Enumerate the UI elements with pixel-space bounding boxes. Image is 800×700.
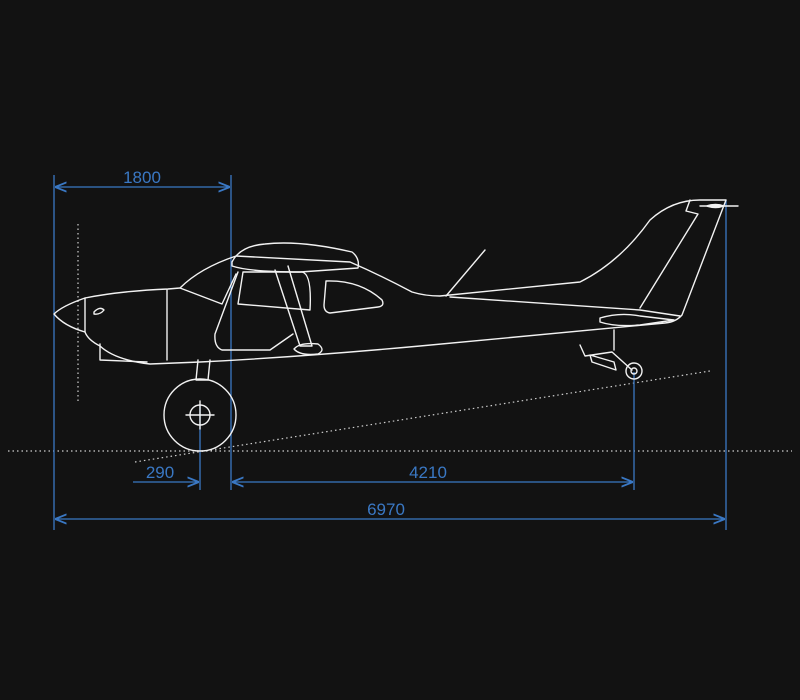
dim-label-6970: 6970 — [367, 500, 405, 519]
fuselage — [84, 199, 727, 365]
tail-tip-light — [699, 203, 739, 209]
main-wheel — [163, 378, 237, 452]
door — [214, 271, 294, 351]
antenna — [445, 249, 486, 297]
tail-wheel — [625, 362, 643, 380]
tail-down-line — [134, 370, 711, 463]
strut-foot — [293, 342, 323, 356]
dim-label-1800: 1800 — [123, 168, 161, 187]
wing-strut — [274, 265, 313, 347]
dim-label-290: 290 — [146, 463, 174, 482]
dim-label-4210: 4210 — [409, 463, 447, 482]
rear-window — [323, 280, 384, 314]
elevator — [599, 313, 675, 327]
main-gear-leg — [195, 359, 211, 381]
windshield — [179, 273, 237, 305]
extension-lines — [53, 175, 727, 530]
tail-gear — [579, 329, 633, 371]
wing-root — [231, 242, 360, 273]
cowl-inlet — [93, 307, 105, 315]
rudder — [639, 199, 699, 309]
lower-cowl — [99, 343, 148, 363]
horizontal-stabilizer — [449, 296, 681, 317]
aircraft-outline — [53, 199, 739, 452]
spinner — [53, 297, 86, 333]
